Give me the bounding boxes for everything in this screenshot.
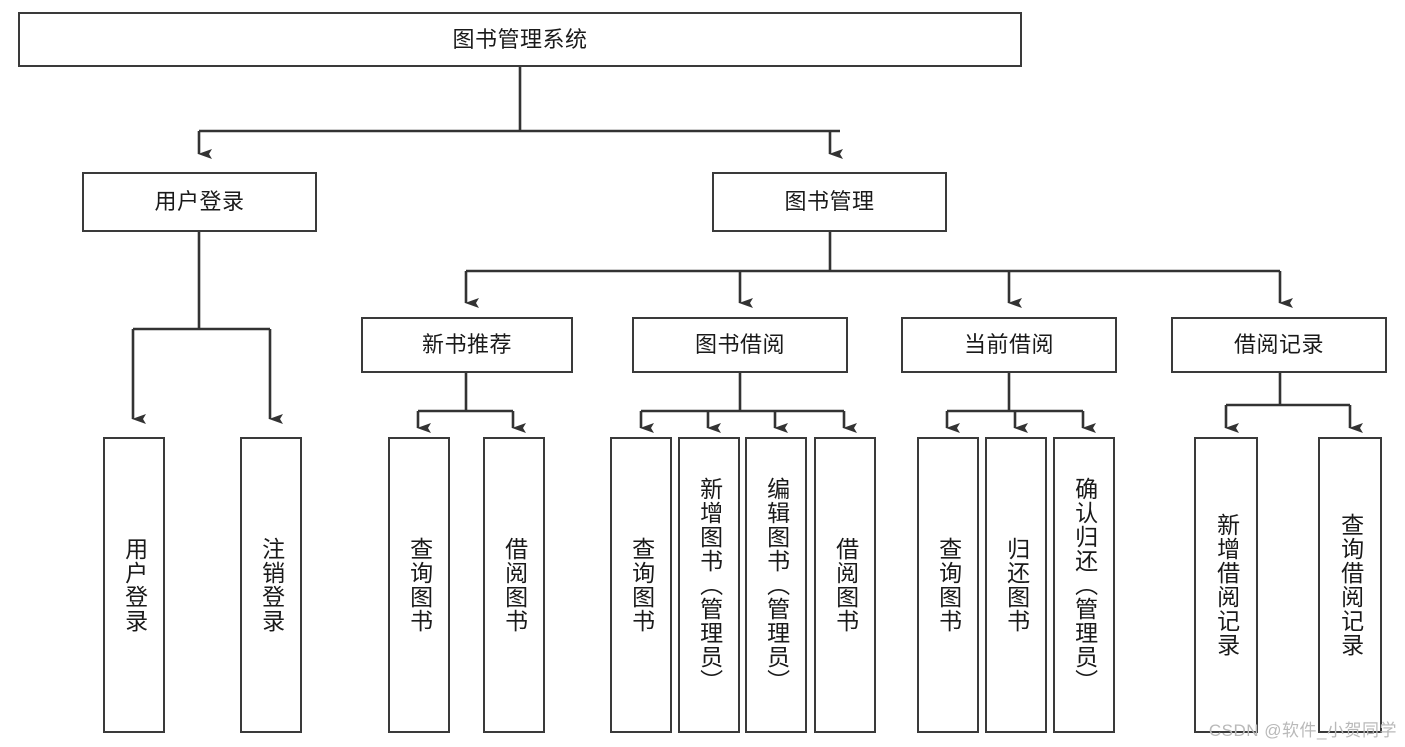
node-leaf-borrow-book-2[interactable]: 借阅图书	[814, 437, 876, 733]
node-user-login[interactable]: 用户登录	[82, 172, 317, 232]
node-leaf-query-book-1[interactable]: 查询图书	[388, 437, 450, 733]
node-new-book-recommend[interactable]: 新书推荐	[361, 317, 573, 373]
node-leaf-return-book-label: 归还图书	[1003, 537, 1030, 633]
node-leaf-add-record[interactable]: 新增借阅记录	[1194, 437, 1258, 733]
node-leaf-return-book[interactable]: 归还图书	[985, 437, 1047, 733]
node-leaf-add-book[interactable]: 新增图书（管理员）	[678, 437, 740, 733]
node-book-borrow-label: 图书借阅	[694, 332, 785, 358]
node-leaf-query-book-2[interactable]: 查询图书	[610, 437, 672, 733]
node-borrow-record[interactable]: 借阅记录	[1171, 317, 1387, 373]
node-leaf-query-book-2-label: 查询图书	[628, 537, 655, 633]
node-leaf-query-book-3[interactable]: 查询图书	[917, 437, 979, 733]
node-new-book-recommend-label: 新书推荐	[421, 332, 512, 358]
node-root[interactable]: 图书管理系统	[18, 12, 1022, 67]
node-leaf-query-book-3-label: 查询图书	[935, 537, 962, 633]
node-leaf-query-record[interactable]: 查询借阅记录	[1318, 437, 1382, 733]
node-leaf-confirm-return-label: 确认归还（管理员）	[1071, 477, 1098, 693]
node-leaf-add-book-label: 新增图书（管理员）	[696, 477, 723, 693]
node-book-borrow[interactable]: 图书借阅	[632, 317, 848, 373]
node-leaf-edit-book[interactable]: 编辑图书（管理员）	[745, 437, 807, 733]
node-leaf-query-record-label: 查询借阅记录	[1337, 513, 1364, 657]
node-leaf-confirm-return[interactable]: 确认归还（管理员）	[1053, 437, 1115, 733]
node-leaf-borrow-book-1-label: 借阅图书	[501, 537, 528, 633]
node-leaf-query-book-1-label: 查询图书	[406, 537, 433, 633]
node-current-borrow-label: 当前借阅	[963, 332, 1054, 358]
node-current-borrow[interactable]: 当前借阅	[901, 317, 1117, 373]
node-leaf-edit-book-label: 编辑图书（管理员）	[763, 477, 790, 693]
node-leaf-borrow-book-2-label: 借阅图书	[832, 537, 859, 633]
node-leaf-user-login[interactable]: 用户登录	[103, 437, 165, 733]
node-book-manage-label: 图书管理	[784, 189, 875, 215]
node-user-login-label: 用户登录	[154, 189, 245, 215]
node-leaf-add-record-label: 新增借阅记录	[1213, 513, 1240, 657]
csdn-watermark: CSDN @软件_小贺同学	[1208, 721, 1397, 740]
node-leaf-user-login-label: 用户登录	[121, 537, 148, 633]
node-borrow-record-label: 借阅记录	[1233, 332, 1324, 358]
node-book-manage[interactable]: 图书管理	[712, 172, 947, 232]
node-root-label: 图书管理系统	[452, 26, 588, 52]
node-leaf-logout[interactable]: 注销登录	[240, 437, 302, 733]
node-leaf-logout-label: 注销登录	[258, 537, 285, 633]
node-leaf-borrow-book-1[interactable]: 借阅图书	[483, 437, 545, 733]
